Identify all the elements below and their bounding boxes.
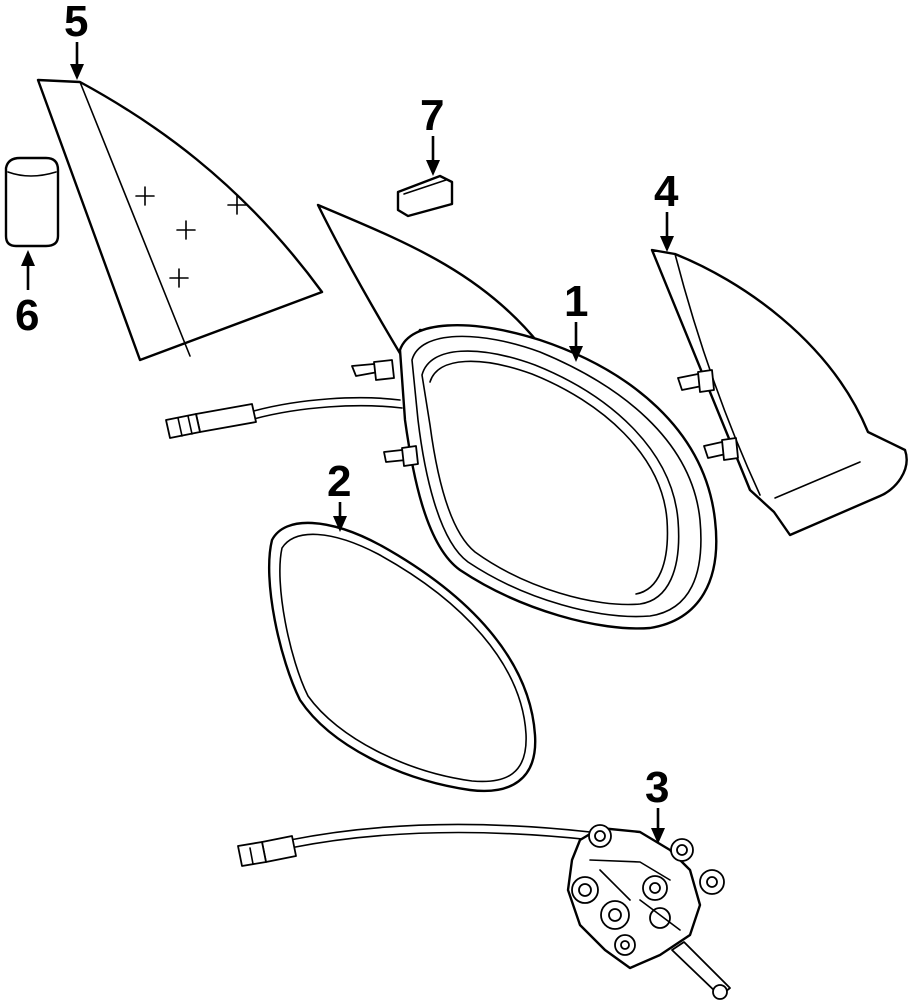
callout-labels: 5 6 7 1 4 2 3 bbox=[15, 0, 679, 812]
cover-stud-upper bbox=[677, 369, 715, 393]
callout-6: 6 bbox=[15, 291, 39, 340]
mounting-stud-lower bbox=[383, 445, 419, 467]
callout-arrows bbox=[21, 42, 674, 844]
callout-7: 7 bbox=[420, 91, 444, 140]
callout-3: 3 bbox=[645, 763, 669, 812]
part-7-clip bbox=[396, 174, 454, 218]
mounting-stud-upper bbox=[351, 359, 395, 381]
part-6-cap bbox=[4, 156, 60, 248]
part-2-mirror-glass bbox=[268, 521, 537, 793]
callout-4: 4 bbox=[654, 167, 679, 216]
part-1-mirror-housing bbox=[165, 203, 718, 630]
callout-1: 1 bbox=[564, 277, 588, 326]
callout-2: 2 bbox=[327, 457, 351, 506]
housing-wire-harness bbox=[165, 396, 403, 439]
part-4-outer-cover bbox=[650, 248, 908, 537]
part-3-motor-assembly bbox=[237, 823, 731, 1000]
callout-5: 5 bbox=[64, 0, 88, 46]
cover-stud-lower bbox=[703, 437, 739, 461]
part-5-inner-trim-panel bbox=[36, 78, 324, 362]
